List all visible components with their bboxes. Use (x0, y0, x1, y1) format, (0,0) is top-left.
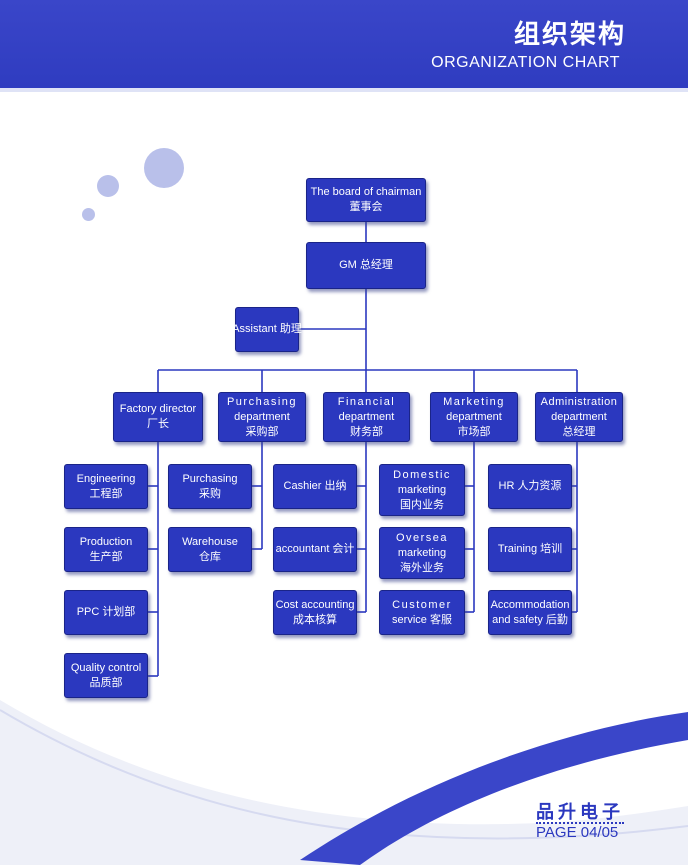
unit-label: Cost accounting (275, 598, 355, 611)
dept-label: Financial (337, 395, 396, 408)
dept-label: Marketing (443, 395, 505, 408)
dept-label-2: department (551, 410, 607, 423)
unit-label: Oversea (395, 531, 449, 544)
dept-label-2: department (234, 410, 290, 423)
dept-label-2: department (446, 410, 502, 423)
decor-circle-large (144, 148, 184, 188)
unit-label-row: service 客服 (392, 613, 452, 628)
dept-administration: Administration department 总经理 (535, 392, 623, 442)
unit-label: Training (497, 543, 538, 555)
unit-label-cn: 客服 (429, 613, 452, 626)
unit-ppc: PPC 计划部 (64, 590, 148, 635)
decor-circle-small (82, 208, 95, 221)
unit-quality-control: Quality control 品质部 (64, 653, 148, 698)
unit-engineering: Engineering 工程部 (64, 464, 148, 509)
unit-label-cn: 成本核算 (293, 613, 337, 626)
brand-logo-text: 品升电子 (536, 802, 624, 824)
unit-cashier: Cashier 出纳 (273, 464, 357, 509)
unit-label: Cashier (283, 480, 322, 492)
unit-label-2: and safety (492, 613, 543, 626)
assistant-cn: 助理 (279, 323, 302, 335)
dept-label-cn: 总经理 (562, 425, 596, 438)
unit-purchasing: Purchasing 采购 (168, 464, 252, 509)
unit-training: Training 培训 (488, 527, 572, 572)
unit-label: Customer (392, 598, 452, 611)
unit-label: PPC (76, 606, 100, 618)
unit-label: Quality control (70, 661, 142, 674)
decor-circle-medium (97, 175, 119, 197)
unit-label: accountant (275, 543, 330, 555)
unit-label-cn: 计划部 (102, 606, 136, 618)
dept-purchasing: Purchasing department 采购部 (218, 392, 306, 442)
unit-label-cn: 仓库 (199, 550, 221, 563)
unit-domestic-marketing: Domestic marketing 国内业务 (379, 464, 465, 516)
header-band (0, 0, 688, 88)
dept-label: Administration (540, 395, 618, 408)
dept-label-2: department (338, 410, 395, 423)
dept-label-cn: 采购部 (245, 425, 279, 438)
unit-label: HR (498, 480, 515, 492)
unit-hr: HR 人力资源 (488, 464, 572, 509)
gm-cn: 总经理 (359, 259, 393, 271)
unit-cost-accounting: Cost accounting 成本核算 (273, 590, 357, 635)
unit-oversea-marketing: Oversea marketing 海外业务 (379, 527, 465, 579)
unit-label: Engineering (76, 472, 136, 485)
unit-label: Domestic (393, 468, 451, 481)
unit-label-cn: 品质部 (89, 676, 123, 689)
board-en: The board of chairman (310, 186, 422, 198)
unit-label: Production (79, 535, 133, 548)
unit-production: Production 生产部 (64, 527, 148, 572)
unit-label-cn: 后勤 (545, 613, 568, 626)
dept-label-cn: 厂长 (147, 418, 169, 430)
unit-label-2: service (392, 613, 427, 626)
unit-warehouse: Warehouse 仓库 (168, 527, 252, 572)
dept-label: Purchasing (226, 395, 298, 408)
unit-label-row: and safety 后勤 (492, 613, 568, 628)
board-cn: 董事会 (349, 201, 383, 213)
unit-label: Accommodation (490, 598, 570, 611)
assistant-node: Assistant 助理 (232, 307, 302, 352)
unit-label-cn: 培训 (540, 543, 563, 555)
unit-accommodation-safety: Accommodation and safety 后勤 (488, 590, 572, 635)
unit-label-2: marketing (397, 546, 447, 559)
page-title-cn: 组织架构 (513, 19, 626, 49)
unit-label: Purchasing (182, 472, 238, 485)
dept-factory: Factory director 厂长 (113, 392, 203, 442)
gm-en: GM (339, 259, 357, 271)
page-title-en: ORGANIZATION CHART (431, 54, 620, 71)
unit-label-cn: 海外业务 (400, 561, 444, 574)
unit-label-cn: 采购 (199, 487, 221, 500)
header-divider (0, 88, 688, 92)
unit-label-cn: 人力资源 (517, 480, 562, 492)
unit-label-2: marketing (397, 483, 447, 496)
assistant-en: Assistant (232, 323, 277, 335)
unit-customer-service: Customer service 客服 (379, 590, 465, 635)
gm-node: GM 总经理 (306, 242, 426, 289)
unit-label: Warehouse (182, 535, 238, 548)
unit-label-cn: 国内业务 (400, 498, 444, 511)
unit-label-cn: 出纳 (324, 480, 347, 492)
dept-financial: Financial department 财务部 (323, 392, 410, 442)
unit-label-cn: 生产部 (89, 550, 123, 563)
unit-label-cn: 工程部 (89, 487, 123, 500)
page-number: PAGE 04/05 (536, 824, 619, 841)
dept-marketing: Marketing department 市场部 (430, 392, 518, 442)
unit-label-cn: 会计 (332, 543, 355, 555)
unit-accountant: accountant 会计 (273, 527, 357, 572)
board-node: The board of chairman 董事会 (306, 178, 426, 222)
dept-label: Factory director (119, 403, 197, 415)
dept-label-cn: 市场部 (457, 425, 491, 438)
dept-label-cn: 财务部 (350, 425, 383, 438)
